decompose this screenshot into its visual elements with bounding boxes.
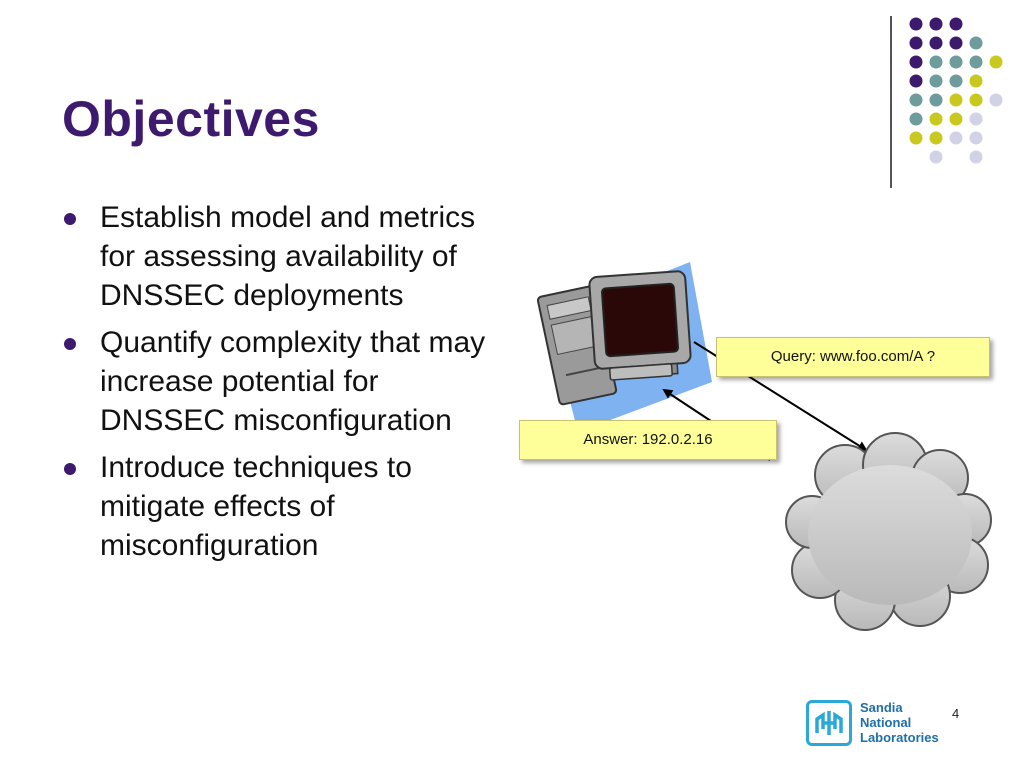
answer-callout: Answer: 192.0.2.16 [519, 420, 777, 460]
bullet-text: Introduce techniques to mitigate effects… [100, 451, 412, 562]
logo-line-laboratories: Laboratories [860, 730, 939, 745]
sandia-logo: Sandia National Laboratories [806, 700, 946, 752]
sandia-logo-wordmark: Sandia National Laboratories [860, 700, 950, 745]
bullet-list: Establish model and metrics for assessin… [62, 198, 502, 573]
logo-line-national: National [860, 715, 912, 730]
bullet-icon [64, 213, 76, 225]
bullet-text: Establish model and metrics for assessin… [100, 201, 476, 312]
bullet-item: Introduce techniques to mitigate effects… [62, 448, 502, 565]
slide-title: Objectives [62, 91, 320, 147]
bullet-text: Quantify complexity that may increase po… [100, 326, 486, 437]
computer-icon [536, 262, 712, 432]
logo-line-sandia: Sandia [860, 700, 903, 715]
bullet-icon [64, 338, 76, 350]
bullet-item: Quantify complexity that may increase po… [62, 323, 502, 440]
decorative-dot-grid [909, 17, 1003, 164]
dns-cloud-core [808, 465, 972, 605]
query-callout: Query: www.foo.com/A ? [716, 337, 990, 377]
bullet-icon [64, 463, 76, 475]
sandia-thunderbird-icon [806, 700, 852, 746]
page-number: 4 [952, 706, 960, 721]
bullet-item: Establish model and metrics for assessin… [62, 198, 502, 315]
title-divider-line [890, 16, 892, 188]
